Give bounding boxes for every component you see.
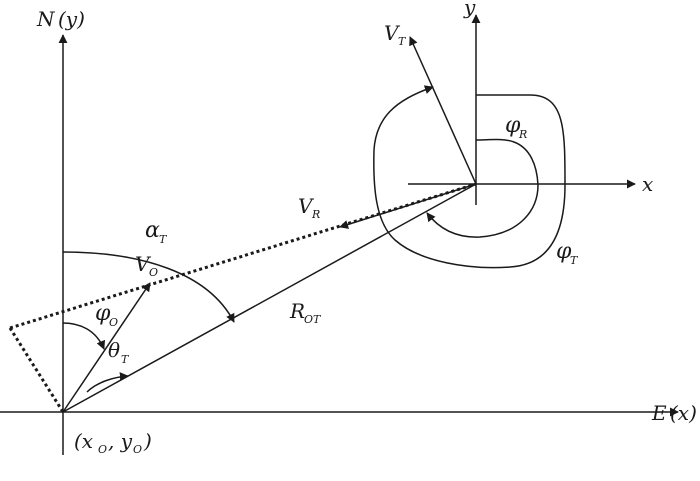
- label-local-y: y: [463, 0, 476, 19]
- label-alpha: α T: [145, 218, 168, 246]
- svg-text:OT: OT: [304, 313, 322, 326]
- rot-line: [62, 183, 477, 413]
- label-vr: V R: [298, 194, 320, 221]
- vr-vector: [339, 183, 477, 229]
- label-vo: V O: [135, 252, 158, 279]
- svg-text:O: O: [109, 316, 118, 329]
- label-east: E (x): [651, 401, 697, 425]
- svg-text:N: N: [36, 7, 56, 31]
- label-rot: R OT: [289, 299, 322, 326]
- svg-text:θ: θ: [108, 338, 120, 362]
- svg-text:(x: (x: [74, 429, 93, 453]
- label-theta: θ T: [108, 338, 130, 366]
- label-origin: (x O , y O ): [74, 429, 152, 456]
- svg-text:φ: φ: [505, 113, 521, 138]
- svg-text:T: T: [159, 233, 168, 246]
- svg-text:φ: φ: [95, 301, 111, 326]
- phi-r-contour: [426, 138, 539, 238]
- label-phi-t: φ T: [556, 239, 579, 267]
- svg-text:O: O: [149, 266, 158, 279]
- phi-o-arc: [62, 322, 105, 350]
- label-local-x: x: [642, 172, 653, 196]
- svg-text:R: R: [311, 208, 320, 221]
- svg-text:R: R: [289, 299, 305, 323]
- label-phi-o: φ O: [95, 301, 118, 329]
- svg-text:, y: , y: [108, 429, 133, 453]
- svg-text:φ: φ: [556, 239, 572, 264]
- svg-text:V: V: [135, 252, 152, 276]
- svg-text:T: T: [570, 254, 579, 267]
- vt-vector: [409, 36, 477, 185]
- theta-arc: [86, 372, 129, 393]
- svg-text:O: O: [133, 443, 142, 456]
- svg-text:): ): [143, 429, 152, 453]
- svg-text:α: α: [145, 218, 160, 243]
- svg-text:(x): (x): [670, 401, 697, 425]
- alpha-arc: [62, 251, 235, 323]
- svg-text:R: R: [518, 128, 527, 141]
- svg-text:V: V: [384, 21, 401, 45]
- label-vt: V T: [384, 21, 407, 48]
- perpendicular-dotted-line: [8, 327, 65, 413]
- label-phi-r: φ R: [505, 113, 527, 141]
- svg-text:T: T: [398, 35, 407, 48]
- svg-text:(y): (y): [58, 7, 85, 31]
- vo-vector: [62, 282, 151, 413]
- label-north: N (y): [36, 7, 85, 31]
- svg-text:T: T: [121, 353, 130, 366]
- phi-t-contour: [373, 85, 566, 269]
- svg-text:O: O: [98, 443, 107, 456]
- svg-text:E: E: [651, 401, 667, 425]
- svg-text:V: V: [298, 194, 315, 218]
